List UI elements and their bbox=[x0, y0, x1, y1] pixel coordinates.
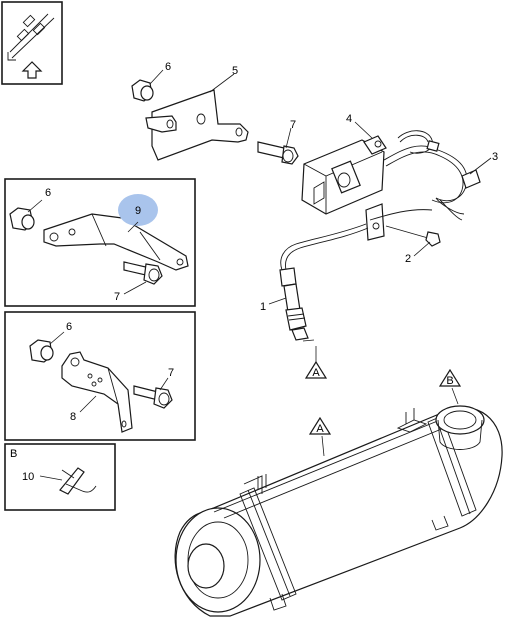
control-unit-4 bbox=[301, 135, 387, 241]
nut-6-inset-2 bbox=[29, 339, 54, 363]
callout-7-inset-2: 7 bbox=[168, 367, 174, 379]
callout-7-inset-1: 7 bbox=[114, 291, 120, 303]
callout-9-highlight bbox=[118, 194, 158, 226]
inset-1-bracket-9: 6 9 7 bbox=[4, 178, 196, 307]
reference-a-muffler: A bbox=[308, 416, 332, 457]
reference-b-muffler: B bbox=[438, 368, 462, 405]
bolt-7-inset-1 bbox=[123, 261, 163, 285]
callout-7-main: 7 bbox=[290, 119, 296, 131]
callout-6-inset-2: 6 bbox=[66, 321, 72, 333]
fastener-2 bbox=[385, 225, 441, 247]
main-leaders bbox=[149, 69, 492, 364]
up-arrow-icon bbox=[21, 61, 43, 79]
callout-8: 8 bbox=[70, 411, 76, 423]
orientation-arrow-icon bbox=[7, 13, 55, 61]
inset-3-clip-10: B 10 bbox=[4, 443, 116, 511]
callout-3: 3 bbox=[492, 151, 498, 163]
callout-6-main: 6 bbox=[165, 61, 171, 73]
reference-a-sensor: A bbox=[304, 360, 328, 379]
bracket-8 bbox=[61, 351, 133, 433]
callout-4: 4 bbox=[346, 113, 352, 125]
reference-a-sensor-label: A bbox=[312, 367, 320, 379]
callout-6-inset-1: 6 bbox=[45, 187, 51, 199]
bracket-5 bbox=[145, 89, 249, 161]
callout-10: 10 bbox=[22, 471, 34, 483]
inset-1-leaders bbox=[27, 199, 147, 295]
bolt-7-inset-2 bbox=[133, 385, 173, 409]
nut-6-main bbox=[131, 79, 154, 102]
harness-3 bbox=[383, 130, 481, 221]
inset-3-leader bbox=[39, 475, 63, 481]
nut-6-inset-1 bbox=[9, 207, 35, 231]
reference-b-muffler-label: B bbox=[446, 375, 453, 387]
bolt-7-main bbox=[257, 141, 299, 165]
orientation-box bbox=[1, 1, 63, 85]
inset-2-leaders bbox=[49, 331, 169, 413]
main-assembly: 6 5 7 4 3 2 1 A bbox=[131, 61, 498, 379]
clip-10 bbox=[59, 467, 97, 495]
inset-2-bracket-8: 6 7 8 bbox=[4, 311, 196, 441]
bracket-9 bbox=[43, 213, 189, 271]
callout-2: 2 bbox=[405, 253, 411, 265]
sensor-1 bbox=[279, 209, 433, 341]
reference-a-muffler-label: A bbox=[316, 423, 324, 435]
callout-5: 5 bbox=[232, 65, 238, 77]
muffler-inlet bbox=[435, 405, 485, 450]
callout-9: 9 bbox=[135, 205, 141, 217]
callout-1: 1 bbox=[260, 301, 266, 313]
inset-3-label: B bbox=[10, 448, 17, 460]
muffler bbox=[174, 405, 503, 617]
